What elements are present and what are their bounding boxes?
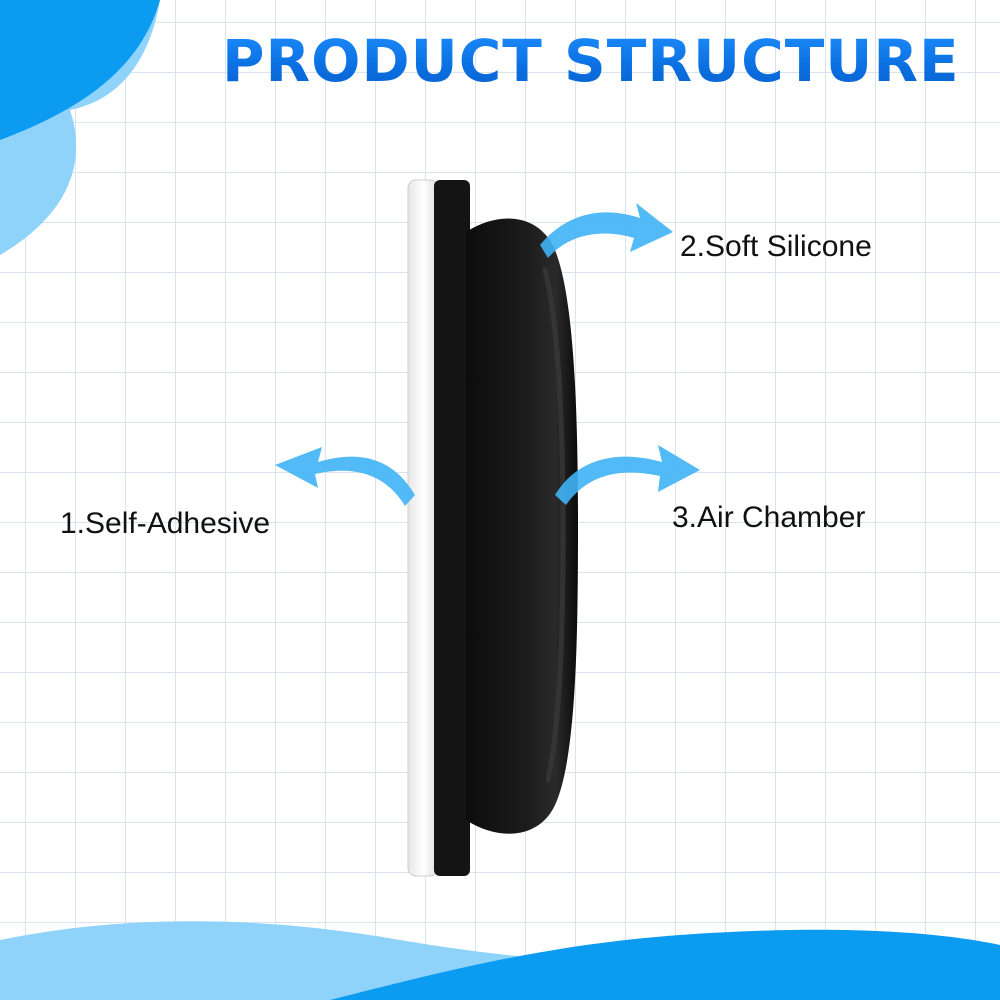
arrow-soft-silicone-icon <box>540 203 673 258</box>
label-soft-silicone: 2.Soft Silicone <box>680 230 872 263</box>
bottom-dark-wave <box>330 929 1000 1000</box>
top-left-dark-blob <box>0 0 160 140</box>
air-chamber-dome <box>466 218 578 834</box>
dome-highlight <box>542 267 566 783</box>
page-title: PRODUCT STRUCTURE <box>0 26 1000 96</box>
arrow-air-chamber-icon <box>555 445 700 505</box>
label-self-adhesive: 1.Self-Adhesive <box>60 507 271 540</box>
label-air-chamber: 3.Air Chamber <box>672 501 866 534</box>
silicone-base-plate <box>434 180 470 876</box>
arrow-self-adhesive-icon <box>275 447 415 506</box>
